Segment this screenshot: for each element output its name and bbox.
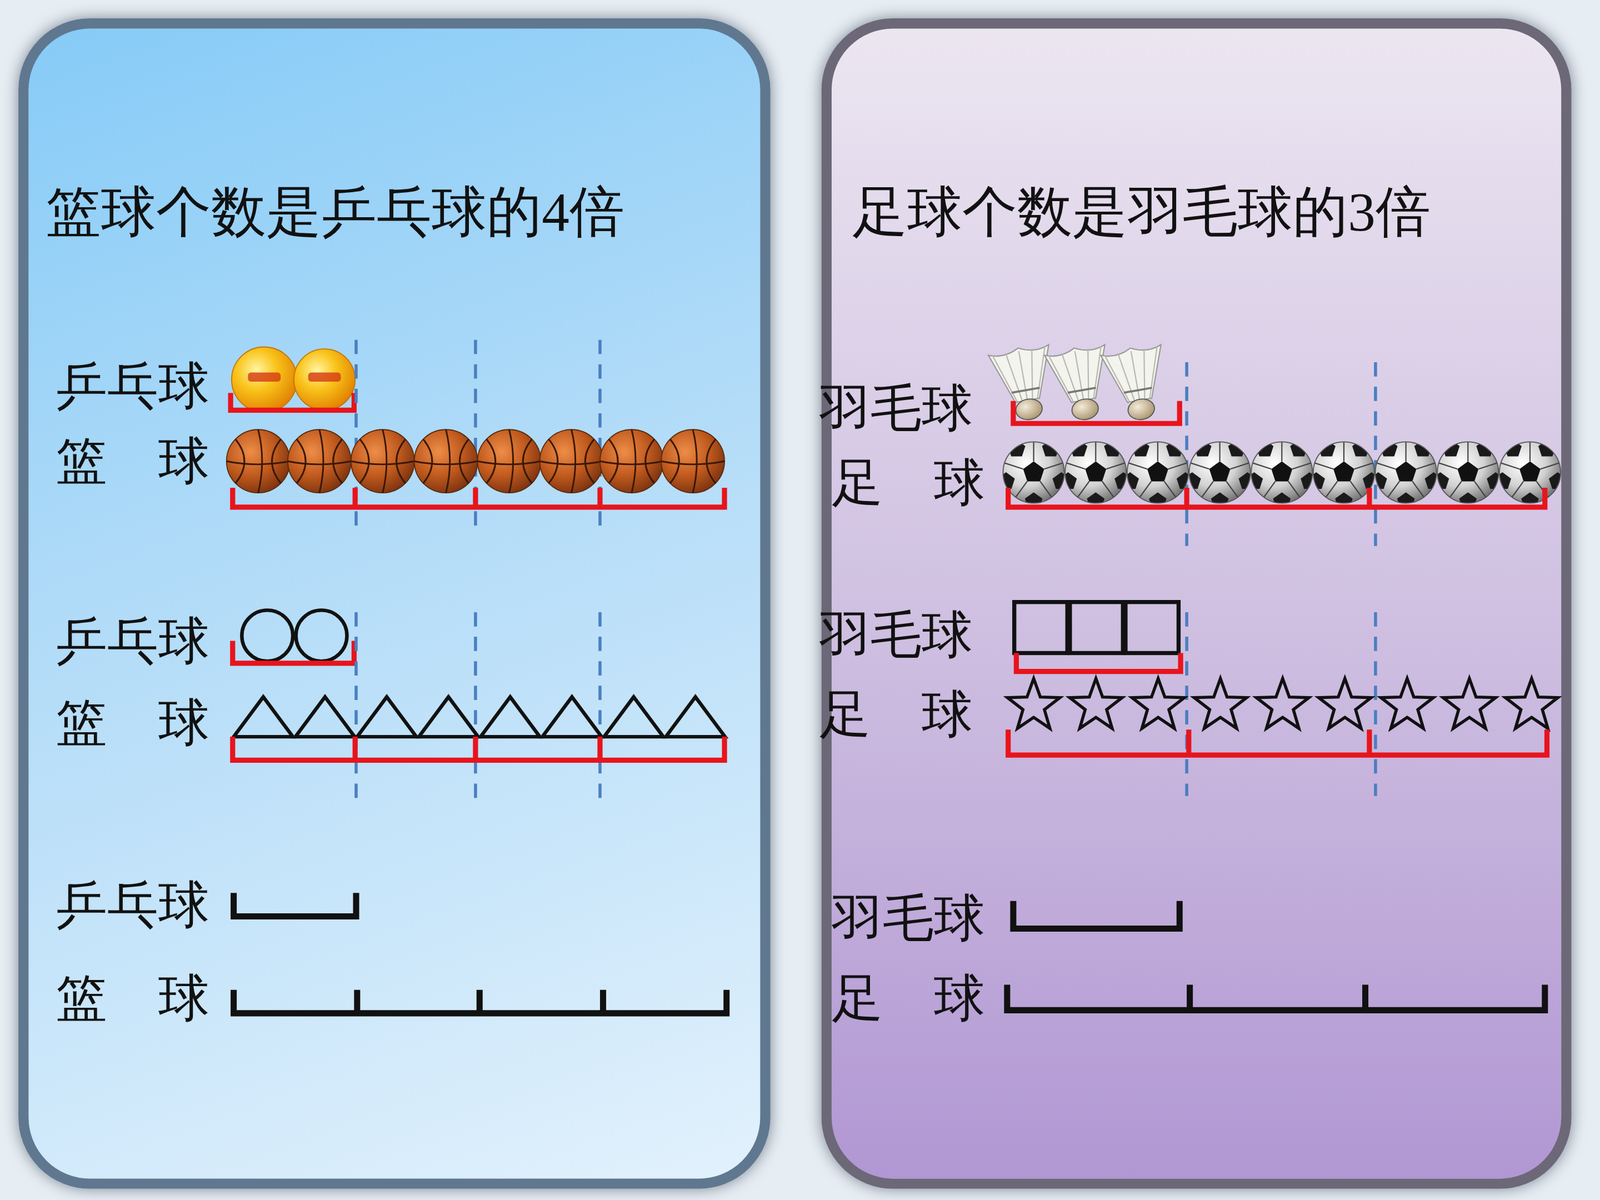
triangle-symbol: [295, 696, 355, 737]
soccer-ball: [1369, 439, 1443, 509]
group-bracket: [230, 392, 354, 410]
soccer-ball: [1493, 439, 1567, 509]
star-symbol: [1318, 678, 1372, 729]
soccer-ball: [1245, 439, 1319, 509]
star-symbol: [1194, 678, 1247, 729]
star-symbol: [1069, 678, 1122, 729]
ping-pong-ball: [293, 348, 355, 410]
segment-bracket: [1007, 984, 1545, 1010]
row-label: 篮 球: [56, 972, 210, 1024]
group-bracket: [1008, 729, 1548, 755]
triangle-symbol: [480, 696, 540, 737]
shuttlecock: [988, 342, 1062, 425]
star-symbol: [1131, 678, 1184, 729]
soccer-ball: [997, 439, 1070, 509]
soccer-ball: [1183, 439, 1257, 509]
star-symbol: [1505, 678, 1558, 729]
segment-bracket: [233, 990, 727, 1014]
row-label: 足 球: [831, 972, 985, 1024]
guide-line: [1185, 612, 1189, 797]
ping-pong-ball: [231, 346, 298, 413]
basketball: [351, 429, 415, 493]
guide-line: [598, 340, 602, 526]
square-symbol: [1125, 602, 1179, 654]
circle-symbol: [241, 610, 293, 662]
row-label: 羽毛球: [819, 609, 973, 661]
group-bracket: [1016, 653, 1181, 672]
group-bracket: [232, 736, 725, 760]
soccer-ball: [1059, 439, 1133, 509]
group-bracket: [1008, 487, 1545, 508]
soccer-ball: [1121, 439, 1194, 509]
star-symbol: [1007, 678, 1060, 729]
basketball: [661, 429, 725, 493]
basketball: [414, 429, 478, 493]
square-symbol: [1070, 602, 1124, 654]
row-label: 羽毛球: [831, 892, 985, 944]
row-label: 乒乓球: [56, 615, 210, 667]
panel-title: 篮球个数是乒乓球的4倍: [46, 184, 625, 240]
triangle-symbol: [665, 696, 725, 737]
group-bracket: [232, 487, 725, 508]
guide-line: [598, 612, 602, 802]
panel-title: 足球个数是羽毛球的3倍: [852, 184, 1431, 240]
row-label: 足 球: [819, 688, 973, 740]
soccer-ball: [1431, 439, 1505, 509]
guide-line: [1373, 362, 1378, 547]
triangle-symbol: [418, 696, 479, 737]
guide-line: [473, 340, 478, 526]
group-bracket: [1013, 401, 1180, 424]
row-label: 足 球: [831, 457, 985, 509]
group-bracket: [232, 640, 355, 663]
guide-line: [1373, 612, 1378, 797]
star-symbol: [1256, 678, 1309, 729]
row-label: 乒乓球: [56, 879, 210, 931]
basketball: [226, 429, 290, 493]
basketball: [477, 429, 542, 493]
square-symbol: [1014, 602, 1068, 654]
circle-symbol: [296, 610, 348, 662]
basketball: [287, 429, 352, 493]
triangle-symbol: [233, 696, 294, 737]
soccer-ball: [1307, 439, 1380, 509]
shuttlecock: [1100, 342, 1174, 425]
guide-line: [1185, 362, 1189, 547]
triangle-symbol: [542, 696, 602, 737]
row-label: 羽毛球: [819, 382, 973, 434]
basketball: [600, 429, 664, 493]
shuttlecock: [1044, 342, 1118, 425]
triangle-symbol: [357, 696, 417, 737]
basketball: [540, 429, 604, 493]
star-symbol: [1443, 678, 1496, 729]
row-label: 乒乓球: [56, 360, 210, 412]
triangle-symbol: [603, 696, 664, 737]
segment-bracket: [1013, 901, 1180, 929]
guide-line: [473, 612, 478, 802]
guide-line: [354, 340, 358, 526]
star-symbol: [1381, 678, 1434, 729]
segment-bracket: [233, 892, 357, 917]
guide-line: [354, 612, 358, 802]
row-label: 篮 球: [56, 696, 210, 748]
row-label: 篮 球: [56, 435, 210, 487]
